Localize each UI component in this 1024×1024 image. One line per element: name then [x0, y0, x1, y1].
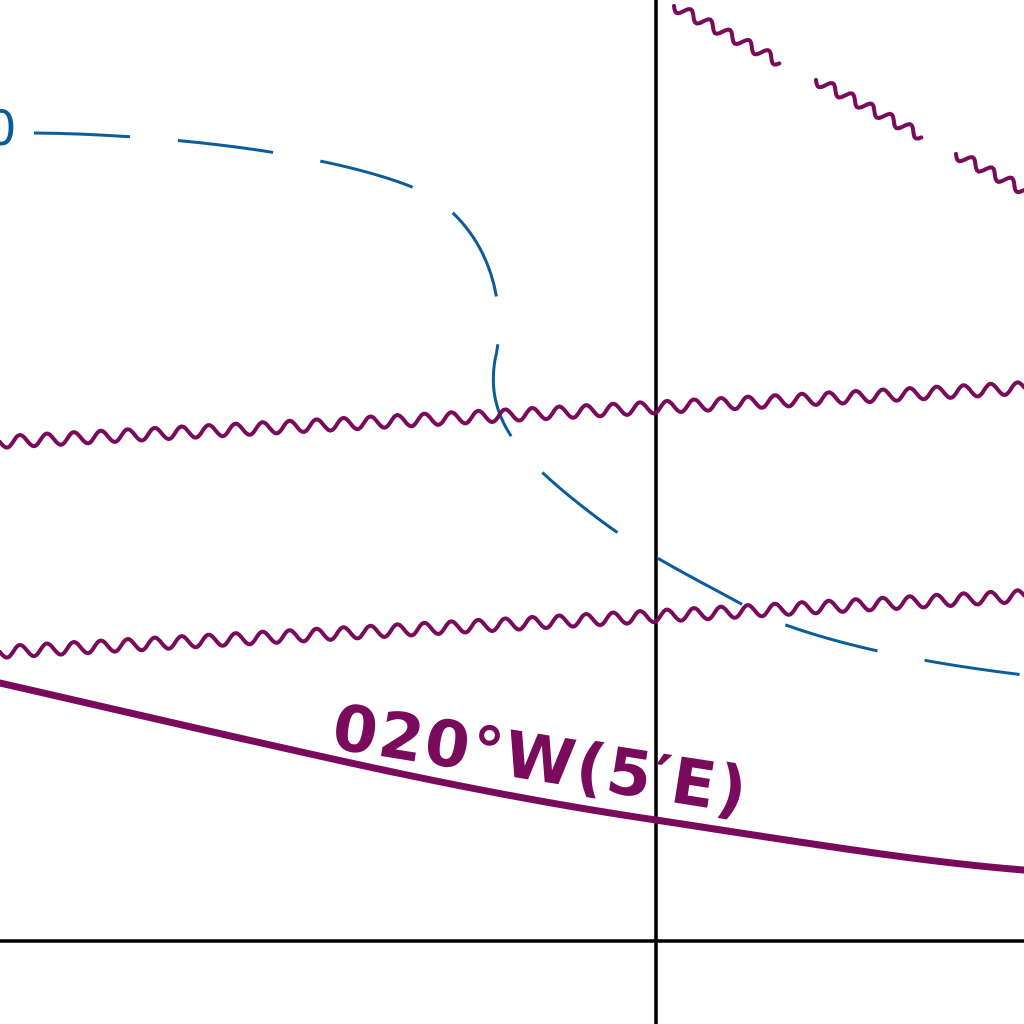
- wavy-boundary-fragment: [954, 152, 1024, 195]
- isogonic-line-label: 020°W(5′E): [327, 691, 753, 830]
- contour-label: 0: [0, 101, 17, 157]
- wavy-boundary-fragment: [814, 78, 924, 141]
- wavy-boundary-line-lower: [0, 588, 1024, 660]
- wavy-boundary-line-upper: [0, 380, 1024, 450]
- wavy-boundary-fragment: [672, 4, 782, 67]
- blue-dashed-contour: [33, 131, 1024, 677]
- isogonic-line: [0, 679, 1024, 874]
